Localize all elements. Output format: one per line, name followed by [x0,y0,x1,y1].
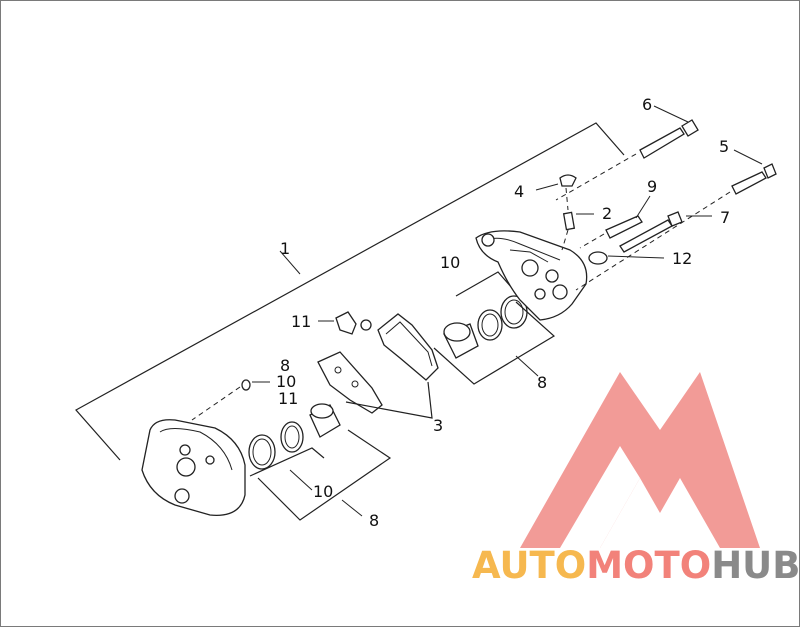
callout-10-lower: 10 [313,482,333,501]
watermark-logo [520,372,760,548]
callout-12: 12 [672,249,692,268]
upper-piston-group [433,271,556,385]
bleed-valve-2 [561,211,594,251]
pad-clip-11 [318,311,372,335]
bolt-5 [575,149,777,291]
callout-10-upper: 10 [440,253,460,272]
wordmark-moto: MOTO [586,544,712,587]
callout-8-mid: 8 [537,373,547,392]
washer-10 [241,379,270,391]
caliper-inner-body [475,230,588,321]
caliper-outer-housing [141,419,246,516]
logo-inner [600,478,680,548]
callout-11-stack: 11 [278,389,298,408]
callout-4: 4 [514,182,524,201]
callout-5: 5 [719,137,729,156]
brake-pad-right [377,313,439,381]
lower-piston-group [248,403,392,521]
wordmark-auto: AUTO [472,544,587,587]
callout-10-left: 10 [276,372,296,391]
callout-1-bracket [75,122,625,461]
pin-9 [579,195,651,249]
callout-labels: 1 2 3 4 5 6 7 8 8 8 9 10 10 10 11 11 12 [276,95,730,530]
bolt-6 [555,105,699,201]
oring-12 [588,251,665,265]
pin-7 [619,211,712,253]
washer-dashed-line [191,386,241,421]
callout-2: 2 [602,204,612,223]
callout-3: 3 [433,416,443,435]
callout-11-left: 11 [291,312,311,331]
wordmark-hub: HUB [711,544,800,587]
callout-9: 9 [647,177,657,196]
bleed-cap-4 [535,174,577,211]
callout-3-lines [345,381,433,419]
callout-6: 6 [642,95,652,114]
callout-8-top: 8 [280,356,290,375]
callout-8-bot: 8 [369,511,379,530]
logo-triangle [520,372,760,548]
callout-1: 1 [280,239,290,258]
brake-pad-left [317,351,383,414]
callout-7: 7 [720,208,730,227]
watermark-wordmark: AUTOMOTOHUB [472,544,800,587]
